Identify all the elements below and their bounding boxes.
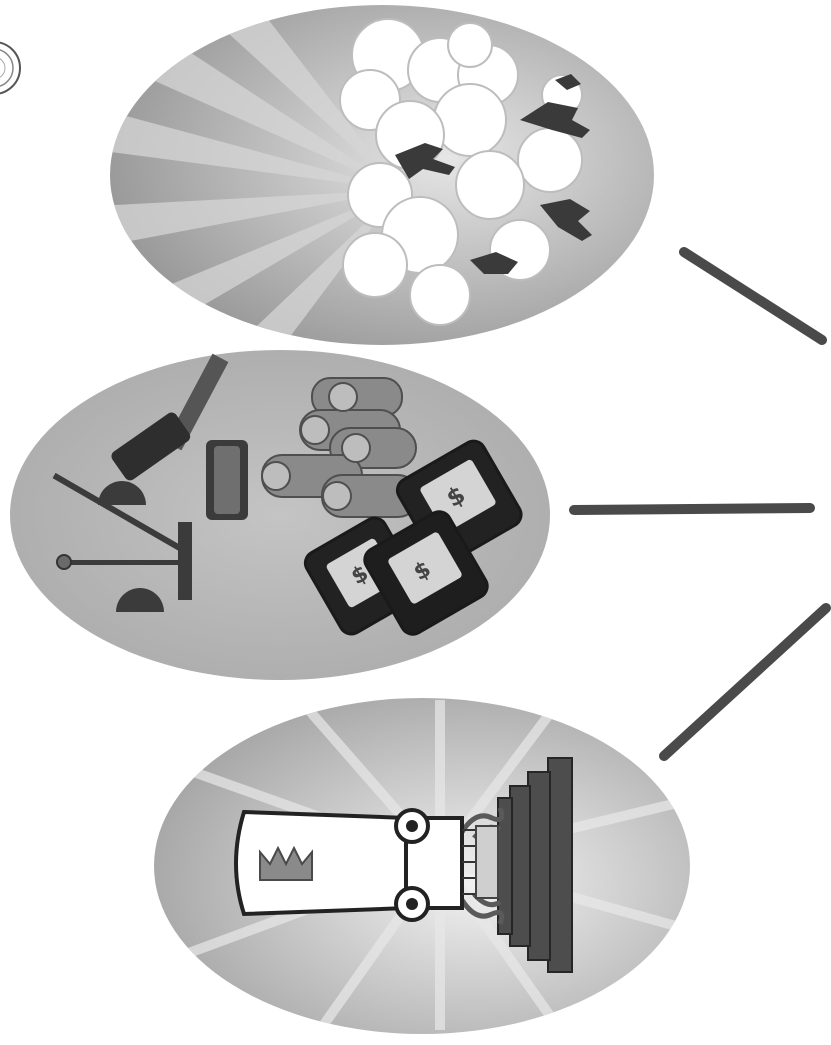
throne-icon <box>498 758 572 972</box>
economy-panel: $ $ $ <box>10 350 550 680</box>
connector-line-middle <box>574 508 810 510</box>
connector-lines <box>574 252 826 756</box>
crown-panel <box>154 698 690 1034</box>
battle-panel <box>20 0 654 390</box>
connector-line-top <box>684 252 822 340</box>
connector-line-bottom <box>664 608 826 756</box>
seal-icon <box>0 42 20 94</box>
